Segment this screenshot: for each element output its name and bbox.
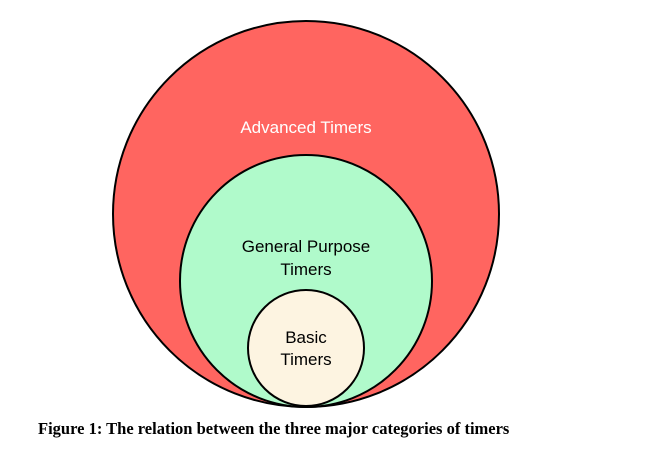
general-purpose-timers-label-line2: Timers	[280, 260, 331, 279]
figure-caption: Figure 1: The relation between the three…	[38, 419, 510, 438]
timer-categories-diagram: Advanced Timers General Purpose Timers B…	[112, 20, 500, 408]
general-purpose-timers-label-line1: General Purpose	[242, 237, 371, 256]
advanced-timers-label: Advanced Timers	[240, 118, 371, 137]
basic-timers-label-line2: Timers	[280, 350, 331, 369]
basic-timers-label-line1: Basic	[285, 328, 327, 347]
basic-timers-circle	[247, 289, 365, 407]
